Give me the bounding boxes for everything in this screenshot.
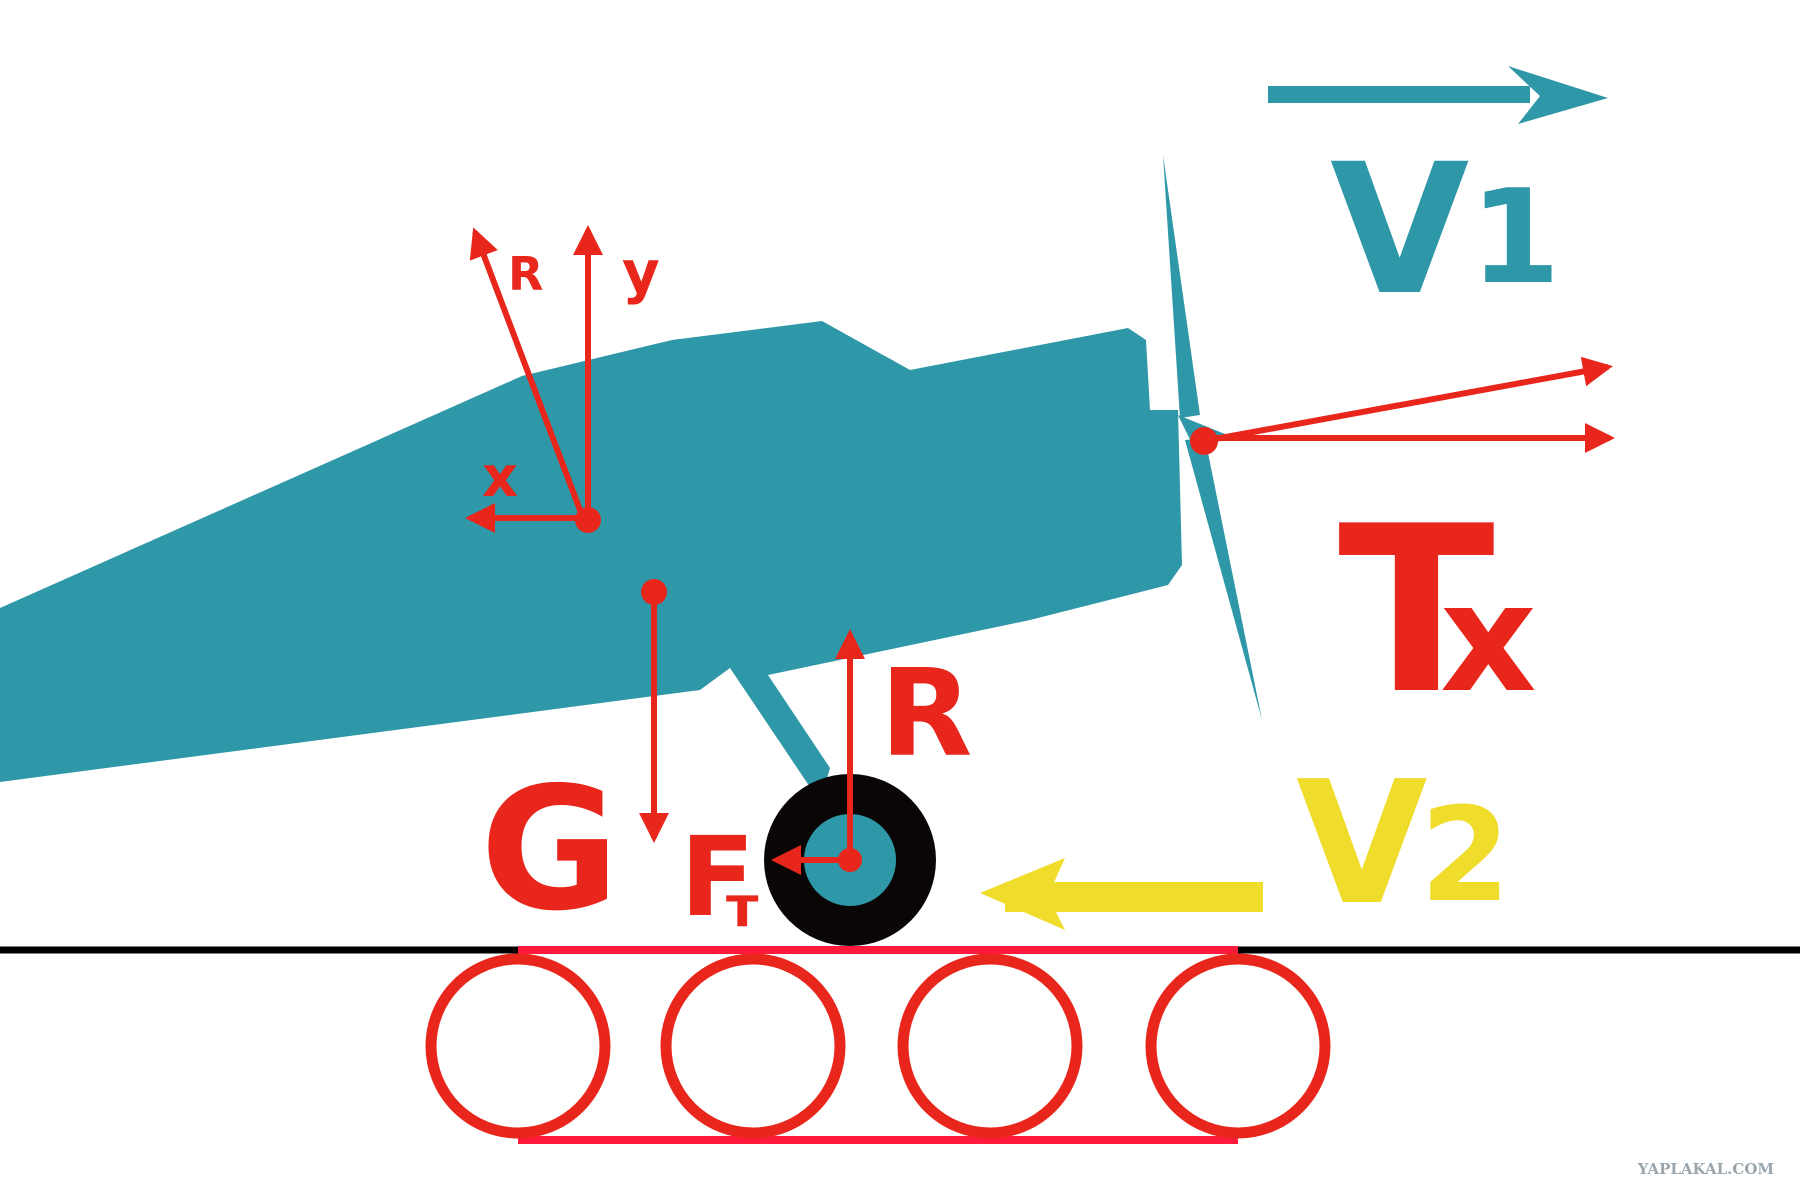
force-arrow-r-wing [469,227,586,520]
tx-label: T x [1338,478,1537,745]
belt-roller [1145,953,1331,1139]
airplane-fuselage [0,321,1182,802]
v1-arrow [1268,66,1608,124]
thrust-arrow-inclined [1203,356,1613,444]
v1-label-letter: V [1330,126,1469,335]
friction-label-letter: F [680,813,755,941]
belt-roller [897,953,1083,1139]
tx-label-subscript: x [1440,552,1537,726]
wheel: R F т [680,629,972,946]
r-wheel-label: R [880,645,972,784]
watermark: YAPLAKAL.COM [1637,1160,1774,1178]
g-label: G [480,751,620,949]
v2-label-subscript: 2 [1420,779,1510,931]
propeller-blade-top [1163,155,1200,418]
y-label: y [622,238,660,306]
belt-roller [425,953,611,1139]
v2-label-letter: V [1296,745,1428,943]
x-label: x [482,445,518,510]
v2-label: V 2 [1296,745,1510,943]
thrust-arrows [1190,356,1615,455]
v2-arrow [980,858,1263,930]
tx-label-letter: T [1338,478,1495,745]
v1-label-subscript: 1 [1470,161,1560,313]
conveyor-belt [425,946,1331,1144]
belt-roller [660,953,846,1139]
r-wing-label: R [508,247,543,301]
aero-forces: R y x [465,225,660,533]
gravity-force: G [480,579,669,949]
v1-label: V 1 [1330,126,1560,335]
propeller-blade-bottom [1185,438,1262,720]
friction-label-subscript: т [726,875,759,940]
